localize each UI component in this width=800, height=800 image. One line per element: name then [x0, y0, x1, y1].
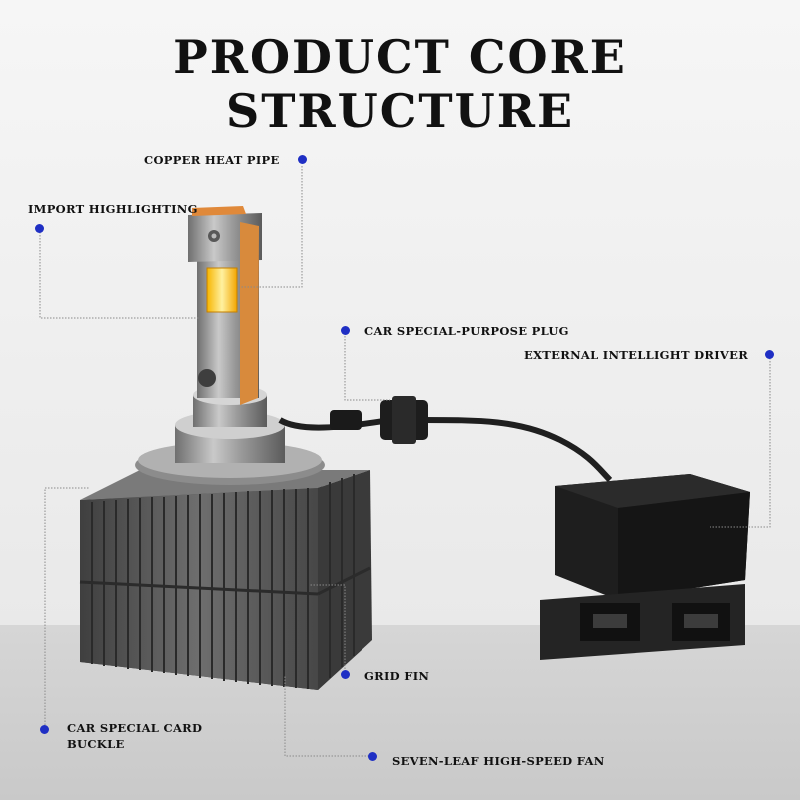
- grid-fin-label: GRID FIN: [364, 669, 430, 683]
- led-chip: [206, 267, 238, 313]
- grid-fin-marker: [341, 670, 350, 679]
- car-special-plug: [330, 396, 428, 444]
- fan-label: SEVEN-LEAF HIGH-SPEED FAN: [392, 754, 605, 768]
- car-plug-label: CAR SPECIAL-PURPOSE PLUG: [364, 324, 569, 338]
- import-highlighting-marker: [35, 224, 44, 233]
- external-driver-marker: [765, 350, 774, 359]
- import-highlighting-label: IMPORT HIGHLIGHTING: [28, 202, 198, 216]
- copper-heat-pipe-marker: [298, 155, 307, 164]
- copper-heat-pipe: [192, 206, 246, 216]
- card-buckle-label-line1: CAR SPECIAL CARD: [67, 721, 203, 735]
- bulb-body: [188, 206, 262, 405]
- power-cable: [278, 417, 391, 431]
- external-driver-box: [540, 474, 750, 660]
- grid-fin-heatsink: [80, 470, 372, 690]
- card-buckle-marker: [40, 725, 49, 734]
- external-driver-label: EXTERNAL INTELLIGHT DRIVER: [524, 348, 749, 362]
- car-plug-marker: [341, 326, 350, 335]
- card-buckle-label-line2: BUCKLE: [67, 737, 125, 751]
- fan-marker: [368, 752, 377, 761]
- copper-heat-pipe-label: COPPER HEAT PIPE: [144, 153, 280, 167]
- page-title: PRODUCT CORE STRUCTURE: [173, 30, 627, 138]
- callout-lines: [39, 166, 771, 757]
